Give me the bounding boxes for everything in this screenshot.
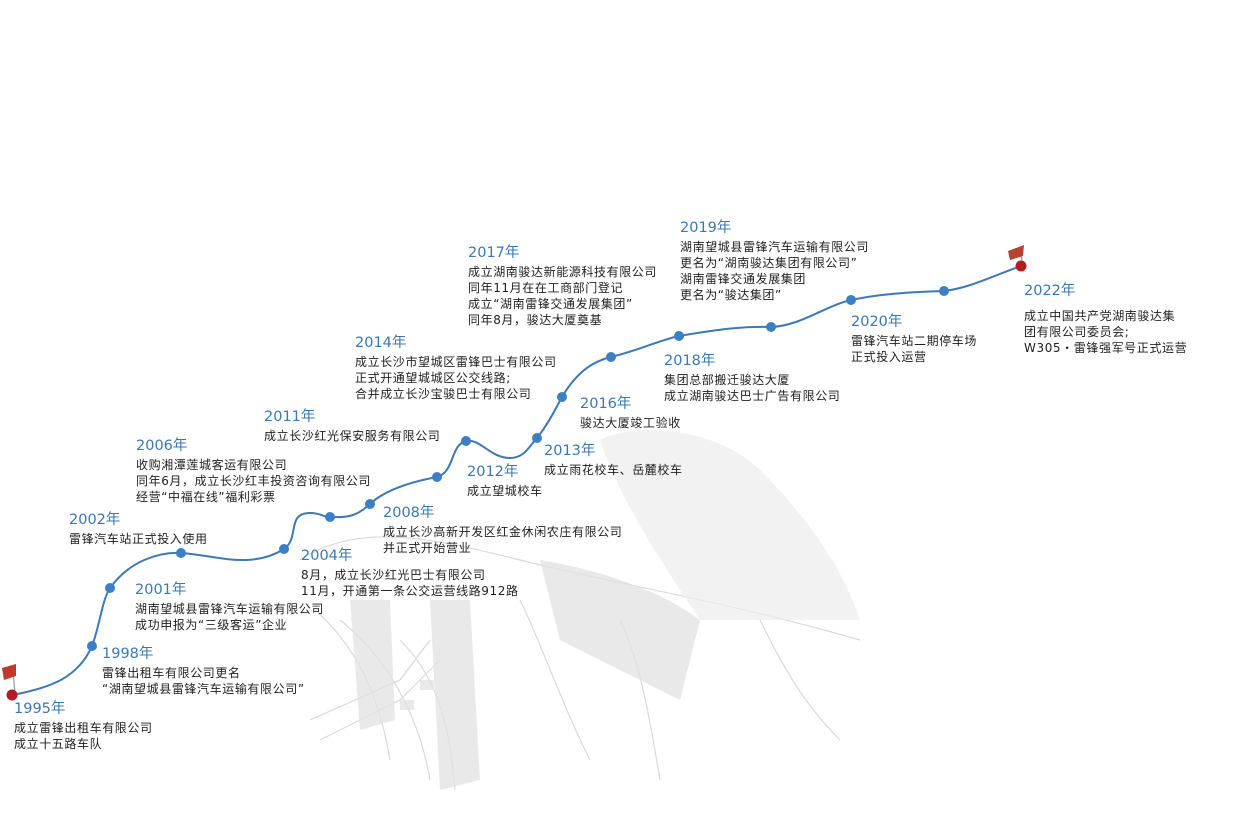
event-year: 2022年 xyxy=(1024,283,1076,299)
node-2018[interactable] xyxy=(766,322,776,332)
event-year: 2012年 xyxy=(467,464,519,480)
event-text: 同年6月，成立长沙红丰投资咨询有限公司 xyxy=(136,474,372,488)
event-year: 2013年 xyxy=(544,443,596,459)
event-2020: 2020年 雷锋汽车站二期停车场 正式投入运营 xyxy=(851,313,977,365)
node-2013[interactable] xyxy=(532,433,542,443)
event-text: 11月，开通第一条公交运营线路912路 xyxy=(301,584,519,598)
event-2012: 2012年 成立望城校车 xyxy=(467,463,543,499)
event-2019: 2019年 湖南望城县雷锋汽车运输有限公司 更名为“湖南骏达集团有限公司” 湖南… xyxy=(680,219,869,303)
event-text: 成立湖南骏达巴士广告有限公司 xyxy=(664,389,841,403)
event-text: 成立中国共产党湖南骏达集 xyxy=(1024,309,1176,323)
event-year: 2017年 xyxy=(468,245,520,261)
event-text: 正式开通望城城区公交线路; xyxy=(355,371,511,385)
event-text: 并正式开始营业 xyxy=(383,541,472,555)
event-2022: 2022年 成立中国共产党湖南骏达集 团有限公司委员会; W305・雷锋强军号正… xyxy=(1024,282,1187,356)
event-year: 2014年 xyxy=(355,335,407,351)
node-2008[interactable] xyxy=(365,499,375,509)
event-text: 湖南望城县雷锋汽车运输有限公司 xyxy=(135,602,325,616)
event-year: 1998年 xyxy=(102,646,154,662)
event-text: 更名为“湖南骏达集团有限公司” xyxy=(680,256,858,270)
event-text: 成立雷锋出租车有限公司 xyxy=(14,721,153,735)
event-text: 经营“中福在线”福利彩票 xyxy=(136,490,276,504)
event-year: 2008年 xyxy=(383,505,435,521)
event-2016: 2016年 骏达大厦竣工验收 xyxy=(580,395,681,431)
event-text: 成立“湖南雷锋交通发展集团” xyxy=(468,297,633,311)
event-year: 2001年 xyxy=(135,582,187,598)
event-text: 雷锋出租车有限公司更名 xyxy=(102,666,241,680)
event-text: 更名为“骏达集团” xyxy=(680,288,782,302)
event-text: W305・雷锋强军号正式运营 xyxy=(1024,341,1188,355)
event-2013: 2013年 成立雨花校车、岳麓校车 xyxy=(544,442,683,478)
node-2022[interactable] xyxy=(1015,260,1027,272)
event-2011: 2011年 成立长沙红光保安服务有限公司 xyxy=(264,408,440,444)
event-text: 成功申报为“三级客运”企业 xyxy=(135,618,288,632)
event-text: 成立长沙高新开发区红金休闲农庄有限公司 xyxy=(383,525,623,539)
event-text: 湖南望城县雷锋汽车运输有限公司 xyxy=(680,240,870,254)
event-2014: 2014年 成立长沙市望城区雷锋巴士有限公司 正式开通望城城区公交线路; 合并成… xyxy=(355,334,557,402)
event-text: 成立长沙红光保安服务有限公司 xyxy=(264,429,441,443)
node-2011[interactable] xyxy=(432,472,442,482)
end-flag-icon xyxy=(1008,245,1024,264)
event-year: 2002年 xyxy=(69,512,121,528)
event-1998: 1998年 雷锋出租车有限公司更名 “湖南望城县雷锋汽车运输有限公司” xyxy=(102,645,305,697)
node-2017[interactable] xyxy=(674,331,684,341)
event-text: 成立望城校车 xyxy=(467,484,543,498)
event-text: 合并成立长沙宝骏巴士有限公司 xyxy=(355,387,532,401)
event-2017: 2017年 成立湖南骏达新能源科技有限公司 同年11月在在工商部门登记 成立“湖… xyxy=(468,244,657,328)
event-text: 同年11月在在工商部门登记 xyxy=(468,281,624,295)
event-year: 2011年 xyxy=(264,409,316,425)
node-2020[interactable] xyxy=(939,286,949,296)
node-2012[interactable] xyxy=(461,436,471,446)
event-text: 8月，成立长沙红光巴士有限公司 xyxy=(301,568,486,582)
event-text: “湖南望城县雷锋汽车运输有限公司” xyxy=(102,682,305,696)
event-2006: 2006年 收购湘潭莲城客运有限公司 同年6月，成立长沙红丰投资咨询有限公司 经… xyxy=(136,437,371,505)
event-year: 2006年 xyxy=(136,438,188,454)
event-text: 成立长沙市望城区雷锋巴士有限公司 xyxy=(355,355,557,369)
event-text: 成立湖南骏达新能源科技有限公司 xyxy=(468,265,658,279)
event-year: 2004年 xyxy=(301,548,353,564)
event-2008: 2008年 成立长沙高新开发区红金休闲农庄有限公司 并正式开始营业 xyxy=(383,504,622,556)
node-2019[interactable] xyxy=(846,295,856,305)
event-year: 2019年 xyxy=(680,220,732,236)
event-text: 同年8月，骏达大厦奠基 xyxy=(468,313,603,327)
node-1995[interactable] xyxy=(6,689,18,701)
event-1995: 1995年 成立雷锋出租车有限公司 成立十五路车队 xyxy=(14,700,153,752)
event-year: 2020年 xyxy=(851,314,903,330)
node-2001[interactable] xyxy=(105,583,115,593)
event-year: 2018年 xyxy=(664,353,716,369)
node-2014[interactable] xyxy=(557,392,567,402)
event-text: 成立雨花校车、岳麓校车 xyxy=(544,463,683,477)
event-2018: 2018年 集团总部搬迁骏达大厦 成立湖南骏达巴士广告有限公司 xyxy=(664,352,840,404)
event-text: 雷锋汽车站正式投入使用 xyxy=(69,532,208,546)
event-text: 集团总部搬迁骏达大厦 xyxy=(664,373,791,387)
event-2002: 2002年 雷锋汽车站正式投入使用 xyxy=(69,511,208,547)
node-2006[interactable] xyxy=(325,512,335,522)
event-2001: 2001年 湖南望城县雷锋汽车运输有限公司 成功申报为“三级客运”企业 xyxy=(135,581,324,633)
event-text: 成立十五路车队 xyxy=(14,737,103,751)
event-text: 湖南雷锋交通发展集团 xyxy=(680,272,807,286)
event-year: 1995年 xyxy=(14,701,66,717)
start-flag-icon xyxy=(2,664,16,694)
event-text: 骏达大厦竣工验收 xyxy=(580,416,681,430)
node-2002[interactable] xyxy=(176,548,186,558)
event-text: 团有限公司委员会; xyxy=(1024,325,1130,339)
event-text: 正式投入运营 xyxy=(851,350,927,364)
node-2016[interactable] xyxy=(606,352,616,362)
event-text: 雷锋汽车站二期停车场 xyxy=(851,334,978,348)
event-year: 2016年 xyxy=(580,396,632,412)
event-text: 收购湘潭莲城客运有限公司 xyxy=(136,458,288,472)
event-2004: 2004年 8月，成立长沙红光巴士有限公司 11月，开通第一条公交运营线路912… xyxy=(301,547,519,599)
node-1998[interactable] xyxy=(87,641,97,651)
node-2004[interactable] xyxy=(279,544,289,554)
